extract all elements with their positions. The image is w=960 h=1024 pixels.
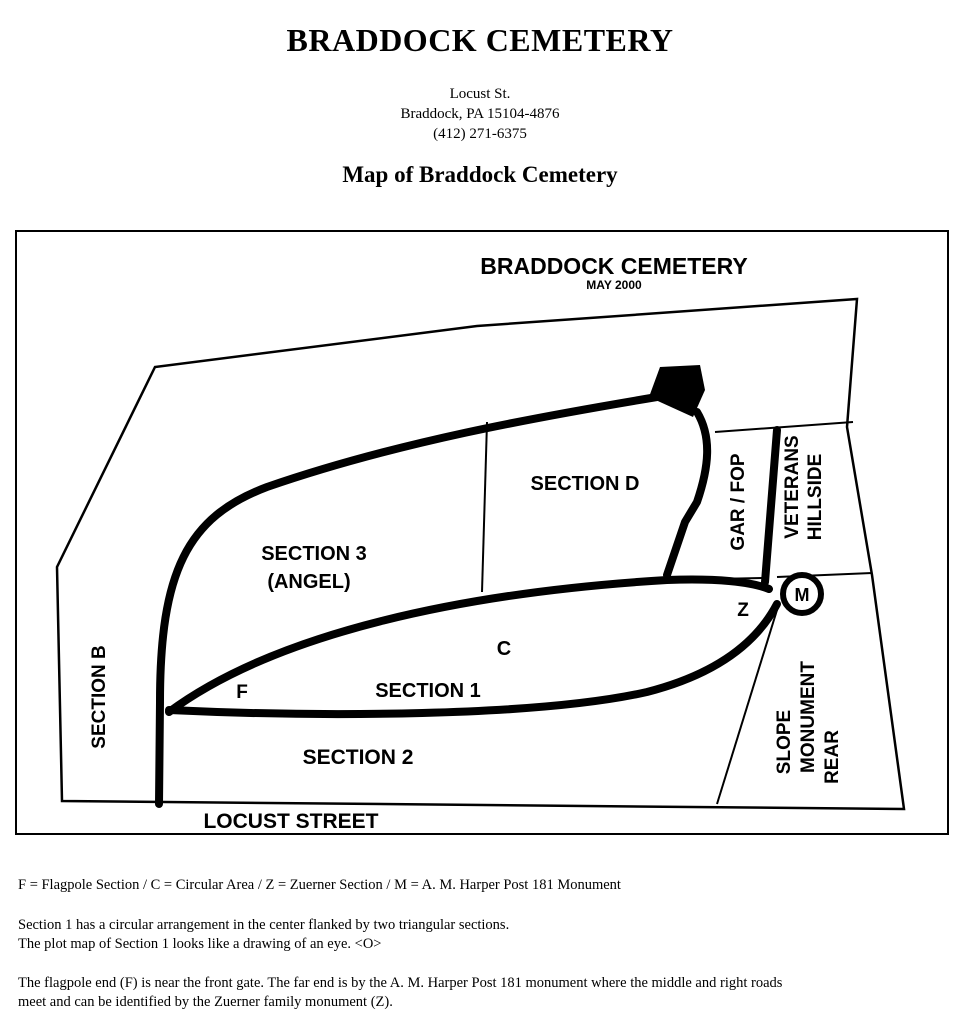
- page-title: BRADDOCK CEMETERY: [286, 22, 674, 58]
- label-c: C: [497, 638, 511, 660]
- section-d-divider: [481, 421, 488, 593]
- label-section-3: SECTION 3: [261, 543, 367, 565]
- gar-top-line: [714, 421, 854, 433]
- map-title: BRADDOCK CEMETERY: [480, 253, 748, 279]
- label-veterans: VETERANS: [782, 435, 803, 538]
- map-frame: BRADDOCK CEMETERY MAY 2000 SECTION D SEC…: [15, 230, 949, 835]
- page-subtitle: Map of Braddock Cemetery: [342, 162, 618, 187]
- junction-blob: [649, 365, 705, 417]
- address-city: Braddock, PA 15104-4876: [400, 106, 560, 122]
- cemetery-boundary: [55, 297, 906, 811]
- section-1-upper-road: [165, 575, 773, 716]
- label-monument: MONUMENT: [798, 661, 819, 773]
- label-m: M: [795, 585, 810, 605]
- label-section-1: SECTION 1: [375, 680, 481, 702]
- address-street: Locust St.: [449, 86, 511, 102]
- right-road: [663, 408, 712, 579]
- label-slope: SLOPE: [774, 710, 795, 774]
- label-locust-street: LOCUST STREET: [203, 810, 378, 833]
- label-section-b: SECTION B: [89, 645, 110, 748]
- note-flagpole-line1: The flagpole end (F) is near the front g…: [18, 975, 783, 991]
- slope-divider: [716, 609, 778, 805]
- label-f: F: [236, 682, 248, 703]
- label-angel: (ANGEL): [267, 571, 350, 593]
- label-z: Z: [737, 600, 749, 621]
- label-section-2: SECTION 2: [303, 746, 414, 769]
- roads: [155, 393, 781, 808]
- left-road: [155, 393, 661, 808]
- veterans-road: [761, 426, 781, 586]
- label-section-d: SECTION D: [531, 473, 640, 495]
- harper-monument-circle: [780, 572, 824, 616]
- section-1-lower-road: [165, 600, 781, 718]
- label-gar-fop: GAR / FOP: [728, 453, 749, 550]
- map-legend: F = Flagpole Section / C = Circular Area…: [18, 877, 621, 893]
- label-rear: REAR: [822, 730, 843, 784]
- note-flagpole-line2: meet and can be identified by the Zuerne…: [18, 994, 393, 1010]
- map-date: MAY 2000: [586, 278, 642, 292]
- note-section-1-line1: Section 1 has a circular arrangement in …: [18, 917, 510, 933]
- note-section-1-line2: The plot map of Section 1 looks like a d…: [18, 936, 382, 952]
- phone-number: (412) 271-6375: [433, 126, 527, 142]
- label-hillside: HILLSIDE: [805, 454, 826, 541]
- cemetery-map: BRADDOCK CEMETERY MAY 2000 SECTION D SEC…: [55, 253, 906, 833]
